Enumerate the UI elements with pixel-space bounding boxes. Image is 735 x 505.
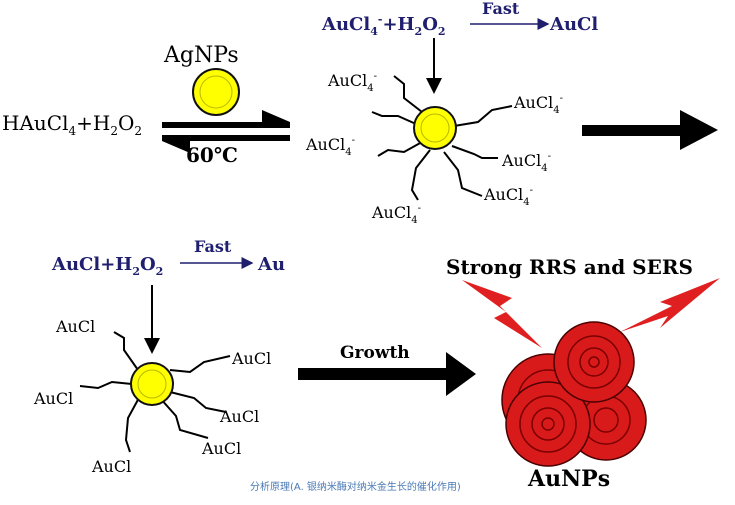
ligand-label: AuCl: [33, 389, 73, 408]
lightning-bolt-icon: [462, 280, 542, 348]
top-gold-core-particle-icon: [413, 106, 457, 150]
aunps-label: AuNPs: [527, 466, 610, 492]
silver-nanoparticle-icon: [192, 68, 240, 116]
lightning-bolt-icon: [620, 278, 720, 332]
ligand-label: AuCl4-: [305, 135, 355, 158]
ligand-label: AuCl: [201, 439, 241, 458]
equilibrium-arrow-icon: [162, 110, 290, 153]
bottom-ligand-labels: AuCl AuCl AuCl AuCl AuCl AuCl: [33, 317, 271, 476]
top-fast-label: Fast: [482, 0, 520, 18]
figure-caption: 分析原理(A. 银纳米酶对纳米金生长的催化作用): [250, 480, 461, 493]
ligand-label: AuCl: [55, 317, 95, 336]
top-ligand-chains: [371, 75, 513, 201]
ligand-label: AuCl: [231, 349, 271, 368]
top-ligand-labels: AuCl4- AuCl4- AuCl4- AuCl4- AuCl4- AuCl4…: [305, 71, 563, 226]
growth-arrow-icon: [298, 352, 476, 396]
ligand-label: AuCl4-: [513, 93, 563, 116]
temperature-label: 60℃: [186, 143, 238, 167]
top-equation-product: AuCl: [549, 14, 598, 35]
ligand-label: AuCl: [91, 457, 131, 476]
top-equation-reactants: AuCl4-+H2O2: [321, 13, 446, 38]
ligand-label: AuCl4-: [483, 185, 533, 208]
rrs-sers-label: Strong RRS and SERS: [446, 255, 693, 279]
bottom-gold-core-particle-icon: [130, 362, 174, 406]
bottom-equation-reactants: AuCl+H2O2: [51, 254, 163, 278]
ligand-label: AuCl4-: [327, 71, 377, 94]
bottom-ligand-chains: [79, 331, 231, 453]
reactant-left: HAuCl4+H2O2: [2, 111, 142, 138]
aunps-cluster-icon: [501, 321, 647, 467]
ligand-label: AuCl4-: [371, 203, 421, 226]
bottom-fast-label: Fast: [194, 237, 232, 256]
ligand-label: AuCl: [219, 407, 259, 426]
big-right-arrow-icon: [582, 110, 718, 150]
ligand-label: AuCl4-: [501, 151, 551, 174]
catalyst-label: AgNPs: [163, 43, 239, 68]
bottom-equation-product: Au: [257, 254, 285, 275]
growth-label: Growth: [340, 343, 410, 363]
